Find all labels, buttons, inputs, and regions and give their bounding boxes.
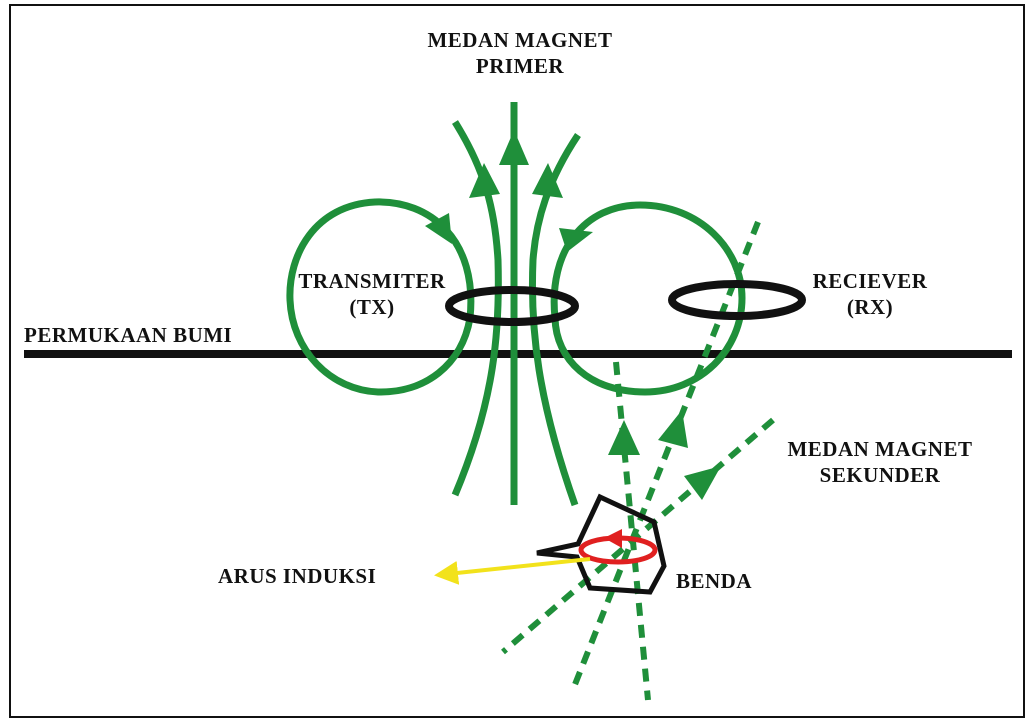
receiver-label: RECIEVER (RX)	[790, 268, 950, 320]
primary-field-label: MEDAN MAGNET PRIMER	[385, 27, 655, 79]
receiver-label-line2: (RX)	[846, 295, 894, 319]
primary-arrowhead-left	[469, 163, 500, 198]
induced-current-arrowhead	[604, 529, 622, 548]
primary-arrowhead-center	[499, 130, 529, 165]
object-label: BENDA	[676, 569, 753, 593]
secondary-field-label: MEDAN MAGNET SEKUNDER	[760, 436, 1000, 488]
primary-field-left-line	[451, 120, 502, 497]
secondary-arrowhead-1	[608, 420, 640, 455]
transmitter-label-line1: TRANSMITER	[298, 269, 446, 293]
secondary-field-line-3	[501, 417, 775, 655]
object-shape	[536, 493, 667, 595]
earth-surface-label: PERMUKAAN BUMI	[24, 323, 233, 347]
primary-arrowhead-right	[532, 163, 563, 198]
secondary-arrowhead-3	[684, 466, 721, 500]
transmitter-coil	[445, 286, 579, 326]
secondary-field-line-1	[569, 220, 761, 694]
primary-field-label-line2: PRIMER	[475, 54, 565, 78]
primary-arrowhead-right-loop	[559, 228, 593, 252]
induced-current-pointer	[434, 557, 591, 585]
primary-arrowhead-left-loop	[425, 213, 452, 244]
transmitter-label: TRANSMITER (TX)	[292, 268, 452, 320]
primary-field-label-line1: MEDAN MAGNET	[427, 28, 613, 52]
secondary-field-label-line2: SEKUNDER	[819, 463, 941, 487]
secondary-arrowhead-2	[658, 410, 688, 448]
secondary-field-line-2	[613, 361, 651, 701]
receiver-label-line1: RECIEVER	[812, 269, 928, 293]
primary-field-right-loop	[550, 201, 746, 396]
primary-field-left-loop	[286, 198, 475, 396]
receiver-coil	[668, 280, 806, 320]
induced-current-label: ARUS INDUKSI	[218, 564, 377, 588]
secondary-field-label-line1: MEDAN MAGNET	[787, 437, 973, 461]
transmitter-label-line2: (TX)	[349, 295, 395, 319]
